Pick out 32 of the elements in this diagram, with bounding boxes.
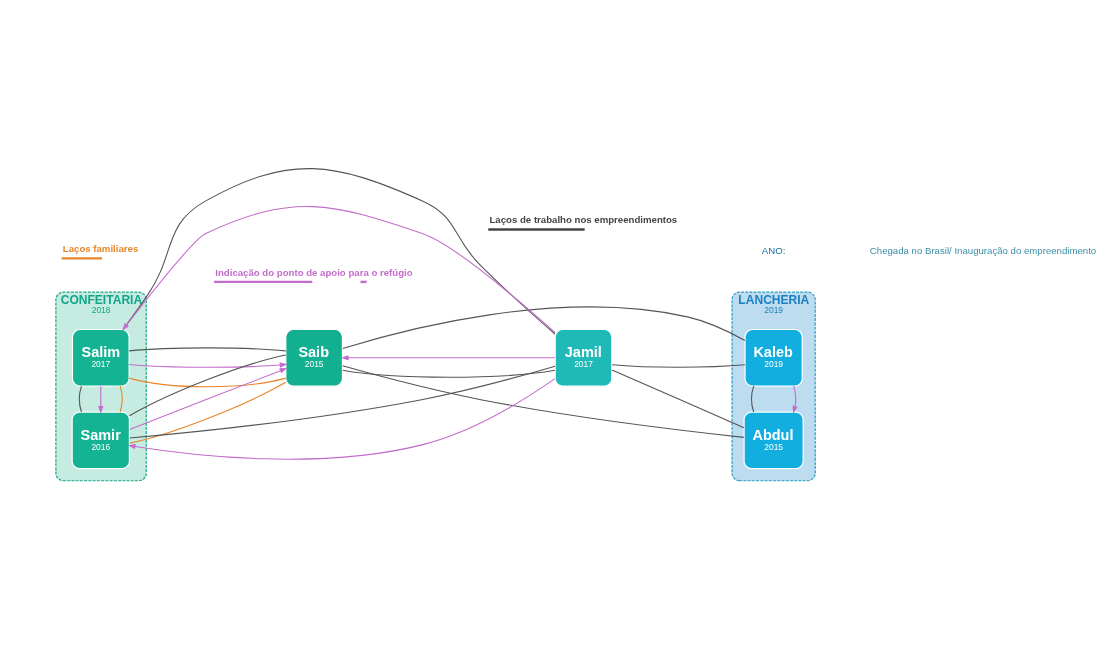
node-box: Saib 2015 <box>285 328 344 387</box>
connector <box>611 363 746 368</box>
node-box: Samir 2016 <box>71 410 130 469</box>
connector <box>128 377 287 387</box>
arrow <box>128 361 288 368</box>
legend-label: Laços familiares <box>62 242 139 254</box>
connector <box>129 365 556 439</box>
connector <box>122 167 556 335</box>
node-box: Jamil 2017 <box>554 328 613 387</box>
legend-label: Indicação do ponto de apoio para o refúgio <box>215 266 413 278</box>
node-box: Salim 2017 <box>71 328 130 387</box>
arrow <box>98 385 104 414</box>
connector <box>342 369 556 378</box>
arrow <box>127 377 556 460</box>
connector <box>78 385 82 413</box>
arrow <box>122 205 556 333</box>
label: Chegada no Brasil/ Inauguração do empreendimento <box>869 244 1097 256</box>
connector <box>342 305 746 349</box>
connector <box>129 381 287 444</box>
legend-label: Laços de trabalho nos empreendimentos <box>489 213 678 225</box>
connector <box>750 385 755 413</box>
connector <box>129 353 287 416</box>
connector <box>128 346 287 351</box>
label: ANO: <box>761 244 786 256</box>
connector <box>611 368 745 428</box>
arrow <box>792 385 798 414</box>
connector <box>119 385 123 413</box>
arrow <box>341 354 556 360</box>
node-box: Kaleb 2019 <box>744 328 803 387</box>
connector <box>341 364 745 438</box>
node-box: Abdul 2015 <box>743 410 804 469</box>
arrow <box>129 367 288 430</box>
